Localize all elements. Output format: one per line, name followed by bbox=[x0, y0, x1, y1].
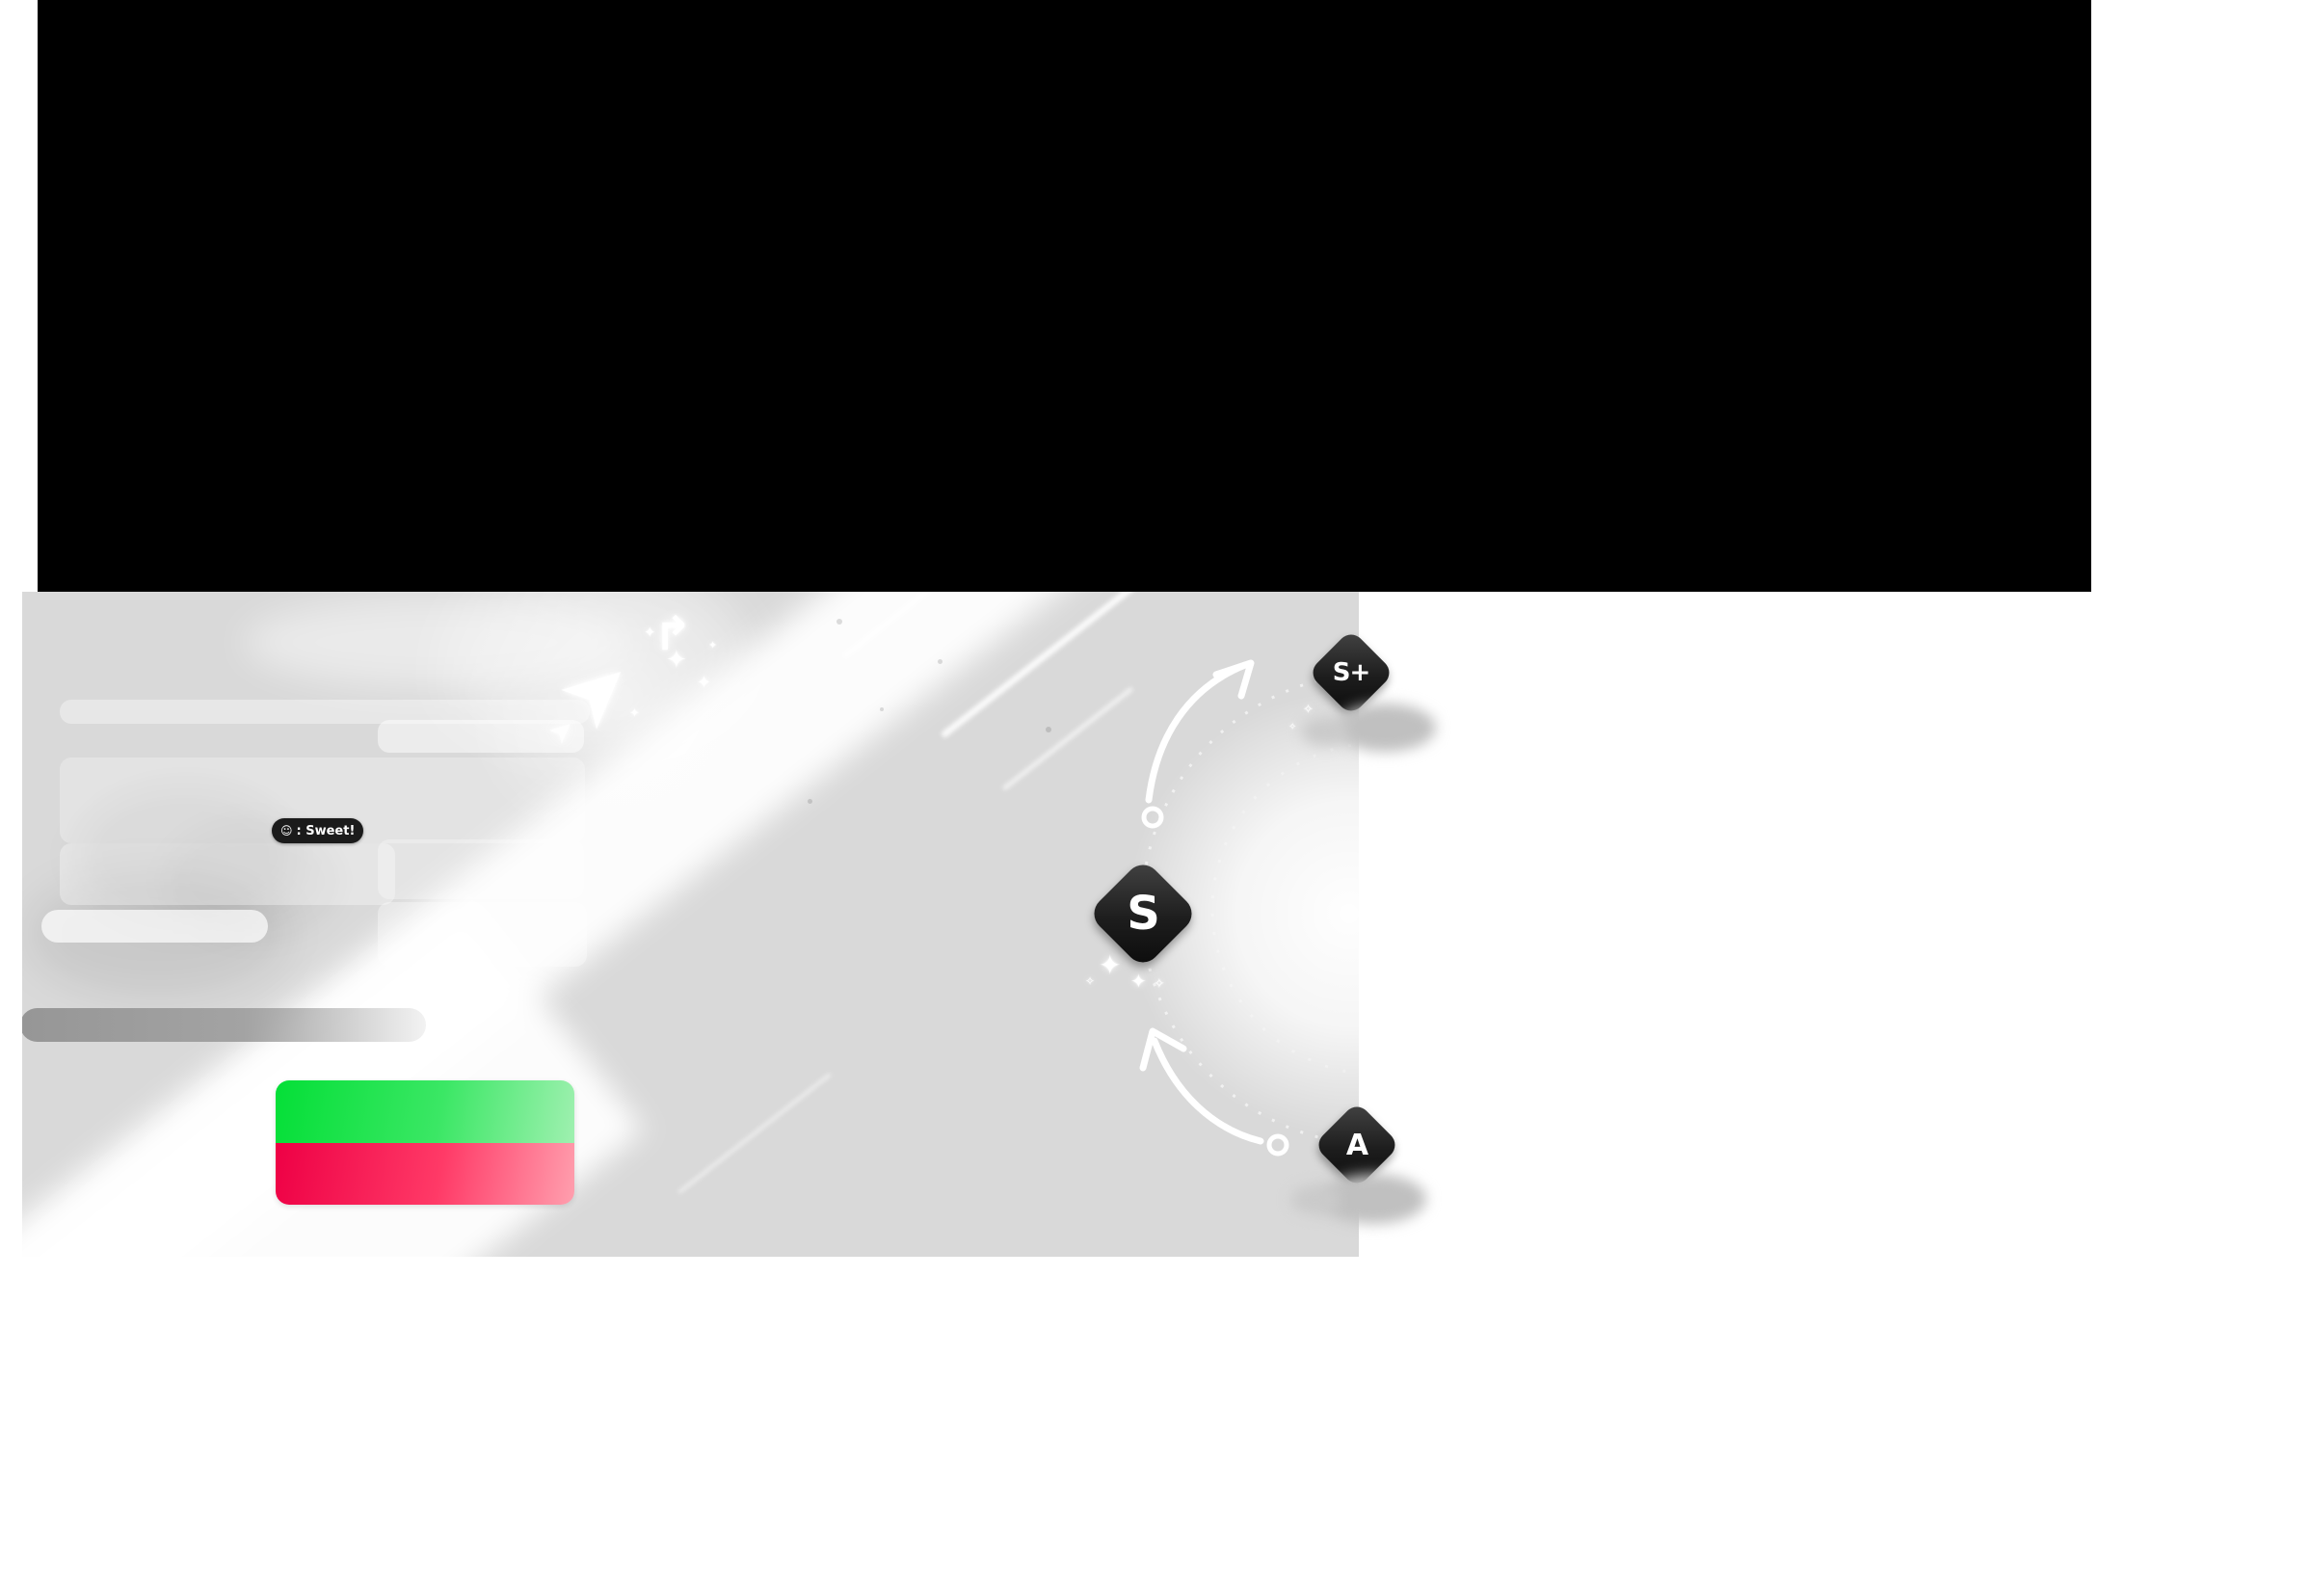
sparkle-icon: ✧ bbox=[1288, 722, 1297, 732]
faded-ui-block bbox=[60, 843, 395, 905]
progress-pill bbox=[22, 1008, 426, 1042]
sparkle-icon: ✧ bbox=[1303, 703, 1314, 717]
accuracy-hit-segment bbox=[276, 1080, 574, 1144]
badge-cloud bbox=[1291, 1185, 1341, 1214]
accuracy-bar bbox=[276, 1080, 574, 1205]
rank-badge-s: S bbox=[1087, 858, 1199, 970]
accuracy-miss-segment bbox=[276, 1143, 574, 1205]
particle-dot bbox=[808, 799, 812, 804]
sparkle-icon: ✦ bbox=[708, 639, 718, 652]
bend-arrow-icon: ↱ bbox=[653, 607, 693, 661]
smiley-icon: ☺ bbox=[280, 824, 293, 838]
sparkle-icon: ✧ bbox=[1085, 974, 1096, 988]
sparkle-icon: ✦ bbox=[1099, 949, 1122, 981]
particle-dot bbox=[836, 619, 842, 625]
rank-badge-a-label: A bbox=[1345, 1128, 1368, 1162]
speed-streak bbox=[677, 1072, 833, 1195]
rank-badge-s-plus-label: S+ bbox=[1332, 658, 1371, 687]
sparkle-icon: ✦ bbox=[1130, 970, 1147, 993]
badge-cloud bbox=[1301, 717, 1349, 746]
rating-tooltip-label: : Sweet! bbox=[296, 823, 356, 838]
rank-badge-s-plus: S+ bbox=[1307, 628, 1395, 717]
cursor-flare-halo bbox=[461, 592, 779, 857]
particle-dot bbox=[880, 707, 884, 711]
sparkle-icon: ✧ bbox=[1154, 976, 1165, 992]
rank-badge-s-label: S bbox=[1127, 887, 1160, 941]
sparkle-icon: ✦ bbox=[644, 624, 656, 641]
rating-tooltip: ☺ : Sweet! bbox=[272, 818, 364, 843]
sparkle-icon: ✦ bbox=[629, 706, 640, 721]
faded-ui-block bbox=[378, 839, 584, 899]
backdrop-blob-dark bbox=[75, 785, 297, 929]
rank-badge-a: A bbox=[1313, 1101, 1401, 1189]
badge-cloud bbox=[1335, 704, 1436, 752]
particle-dot bbox=[1046, 727, 1051, 732]
sparkle-icon: ✦ bbox=[666, 646, 687, 675]
speed-streak bbox=[1001, 686, 1134, 791]
faded-ui-block bbox=[378, 902, 587, 967]
particle-dot bbox=[938, 659, 943, 664]
sparkle-icon: ✦ bbox=[697, 673, 712, 693]
video-blackout-panel bbox=[38, 0, 2091, 592]
faded-ui-pill bbox=[41, 910, 268, 943]
